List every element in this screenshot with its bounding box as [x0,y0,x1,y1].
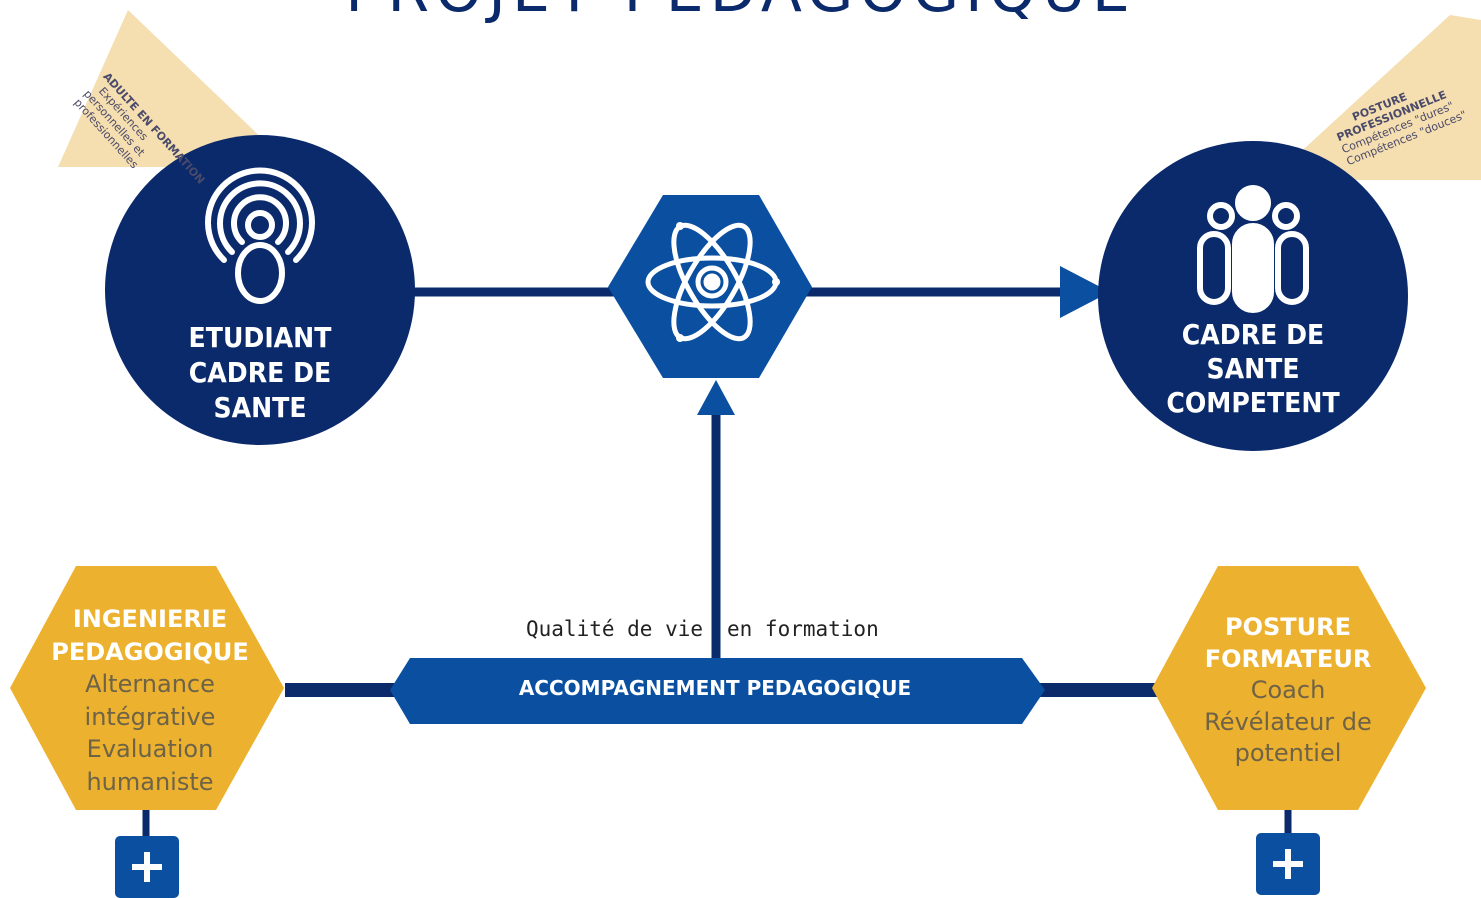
hex-title-line: FORMATEUR [1204,644,1372,673]
posture-formateur-text: POSTURE FORMATEUR Coach Révélateur de po… [1168,612,1408,770]
hex-body-line: potentiel [1234,739,1342,767]
arrowhead-right [1060,266,1110,318]
label-line: CADRE DE [188,356,332,389]
cadre-competent-label: CADRE DE SANTE COMPETENT [1143,318,1363,420]
page-title: PROJET PEDAGOGIQUE [0,0,1481,26]
hex-body-line: intégrative [84,702,216,731]
caption-en-formation: en formation [727,617,879,641]
group-icon [1197,185,1309,313]
node-etudiant [105,135,415,445]
expand-ingenierie-button[interactable] [115,836,179,898]
ingenierie-text: INGENIERIE PEDAGOGIQUE Alternance intégr… [30,603,270,798]
hex-title-line: PEDAGOGIQUE [51,637,249,666]
hex-body-line: Coach [1250,676,1326,704]
plus-icon [1273,849,1303,879]
hex-body-line: humaniste [86,767,214,796]
hex-title-line: POSTURE [1224,613,1351,641]
hex-body-line: Alternance [85,670,215,698]
arrowhead-up [697,380,735,415]
hexagon-posture-formateur [1152,566,1426,810]
hexagon-ingenierie [10,566,284,810]
label-line: COMPETENT [1166,386,1340,419]
expand-posture-formateur-button[interactable] [1256,833,1320,895]
label-line: SANTE [213,391,307,424]
note-wedge-right [1270,15,1481,180]
hex-body-line: Révélateur de [1204,707,1372,736]
plus-icon [132,852,162,882]
banner-shape [390,658,1045,724]
label-line: SANTE [1206,352,1300,385]
hex-body-line: Evaluation [86,735,214,763]
atom-icon [645,222,780,342]
banner-label: ACCOMPAGNEMENT PEDAGOGIQUE [518,676,912,700]
caption-qualite-de-vie: Qualité de vie [526,617,704,641]
etudiant-label: ETUDIANT CADRE DE SANTE [160,320,360,425]
label-line: ETUDIANT [188,321,332,354]
person-signal-icon [205,167,315,304]
label-line: CADRE DE [1181,318,1325,351]
hex-title-line: INGENIERIE [72,605,228,633]
note-wedge-left [58,10,292,167]
